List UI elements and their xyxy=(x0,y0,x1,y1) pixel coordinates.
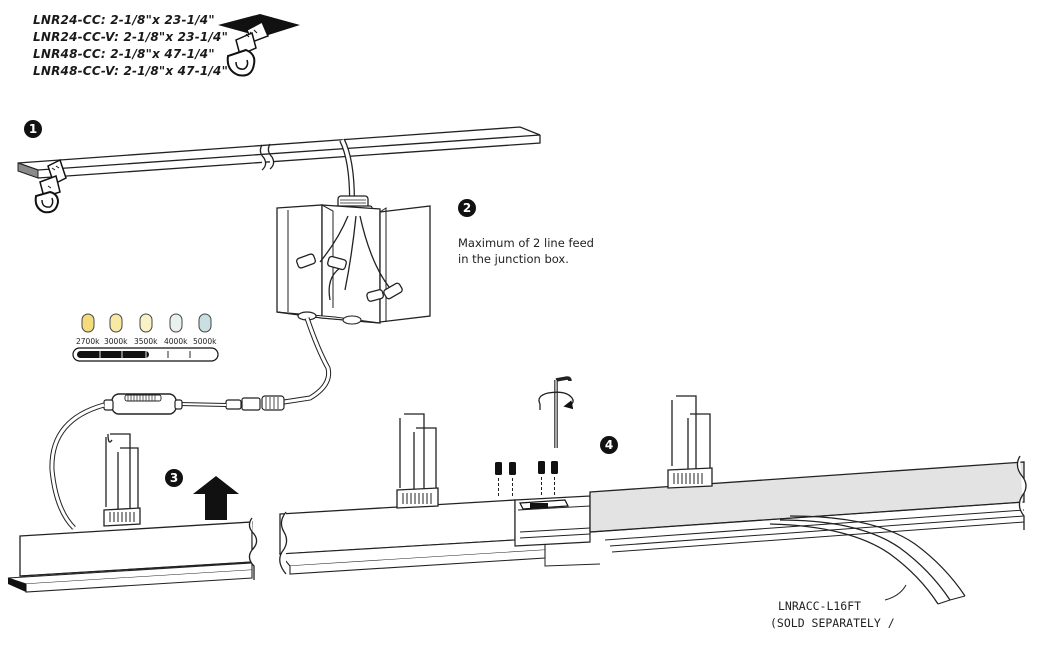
step-3-label: 3 xyxy=(169,471,179,485)
step-2-label: 2 xyxy=(462,201,472,215)
power-cable xyxy=(49,317,332,530)
step-4-marker xyxy=(600,436,618,454)
cct-swatch-3500k xyxy=(139,313,153,333)
step-1-label: 1 xyxy=(28,122,38,136)
fixture-left xyxy=(7,517,258,593)
junction-note-line-1: Maximum of 2 line feed xyxy=(458,236,594,250)
step-2-marker xyxy=(458,199,476,217)
cct-label-5000: 5000k xyxy=(193,337,217,346)
cct-label-4000: 4000k xyxy=(164,337,188,346)
saw-icon xyxy=(34,158,67,214)
cct-swatch-3000k xyxy=(109,313,123,333)
rotate-arrow-icon xyxy=(538,391,574,410)
accessory-sold-separately: (SOLD SEPARATELY / xyxy=(770,616,895,630)
cct-swatch-5000k xyxy=(198,313,212,333)
spec-line-4: LNR48-CC-V: 2-1/8"x 47-1/4" xyxy=(33,64,229,78)
step-1-marker xyxy=(24,120,42,138)
cct-label-2700: 2700k xyxy=(76,337,100,346)
cct-selector xyxy=(72,347,219,362)
ceiling-panel xyxy=(17,126,541,179)
accessory-part-number: LNRACC-L16FT xyxy=(778,599,862,613)
junction-note-line-2: in the junction box. xyxy=(458,252,569,266)
mounting-clip-right xyxy=(667,395,713,489)
up-arrow-icon xyxy=(193,476,239,520)
fixture-middle xyxy=(278,495,601,575)
cct-label-3500: 3500k xyxy=(134,337,158,346)
cct-label-3000: 3000k xyxy=(104,337,128,346)
mounting-clip-left xyxy=(103,433,141,527)
ceiling-cutout-saw-icon xyxy=(218,14,300,77)
step-markers xyxy=(24,120,618,487)
step-4-label: 4 xyxy=(604,438,614,452)
mounting-clip-middle xyxy=(396,413,439,509)
step-3-marker xyxy=(165,469,183,487)
hex-key-icon xyxy=(554,376,572,448)
junction-box xyxy=(276,138,431,325)
cct-swatch-2700k xyxy=(81,313,95,333)
fixture-right xyxy=(589,455,1027,605)
cct-swatch-4000k xyxy=(169,313,183,333)
cct-swatches xyxy=(81,313,212,333)
spec-line-2: LNR24-CC-V: 2-1/8"x 23-1/4" xyxy=(33,30,229,44)
set-screws xyxy=(495,461,558,498)
spec-line-1: LNR24-CC: 2-1/8"x 23-1/4" xyxy=(33,13,215,27)
spec-line-3: LNR48-CC: 2-1/8"x 47-1/4" xyxy=(33,47,215,61)
